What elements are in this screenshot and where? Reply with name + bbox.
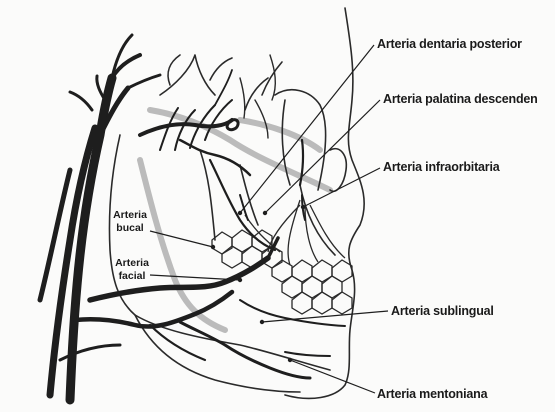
label-arteria-dentaria-posterior: Arteria dentaria posterior: [377, 38, 522, 51]
label-facial-line1: Arteria: [112, 257, 152, 270]
label-arteria-palatina-descendente: Arteria palatina descenden: [383, 93, 538, 106]
arteries: [40, 35, 345, 400]
leader-dentaria: [240, 45, 374, 213]
leader-infraorbitaria: [303, 168, 380, 207]
label-facial-line2: facial: [112, 270, 152, 283]
label-bucal-line1: Arteria: [107, 209, 153, 222]
label-arteria-infraorbitaria: Arteria infraorbitaria: [383, 161, 499, 174]
label-bucal-line2: bucal: [107, 222, 153, 235]
leader-facial: [150, 275, 240, 280]
label-arteria-facial: Arteria facial: [112, 257, 152, 283]
label-arteria-mentoniana: Arteria mentoniana: [377, 388, 487, 401]
label-arteria-bucal: Arteria bucal: [107, 209, 153, 235]
buccal-network: [212, 200, 352, 314]
label-arteria-sublingual: Arteria sublingual: [391, 305, 494, 318]
face-outline: [109, 8, 364, 398]
